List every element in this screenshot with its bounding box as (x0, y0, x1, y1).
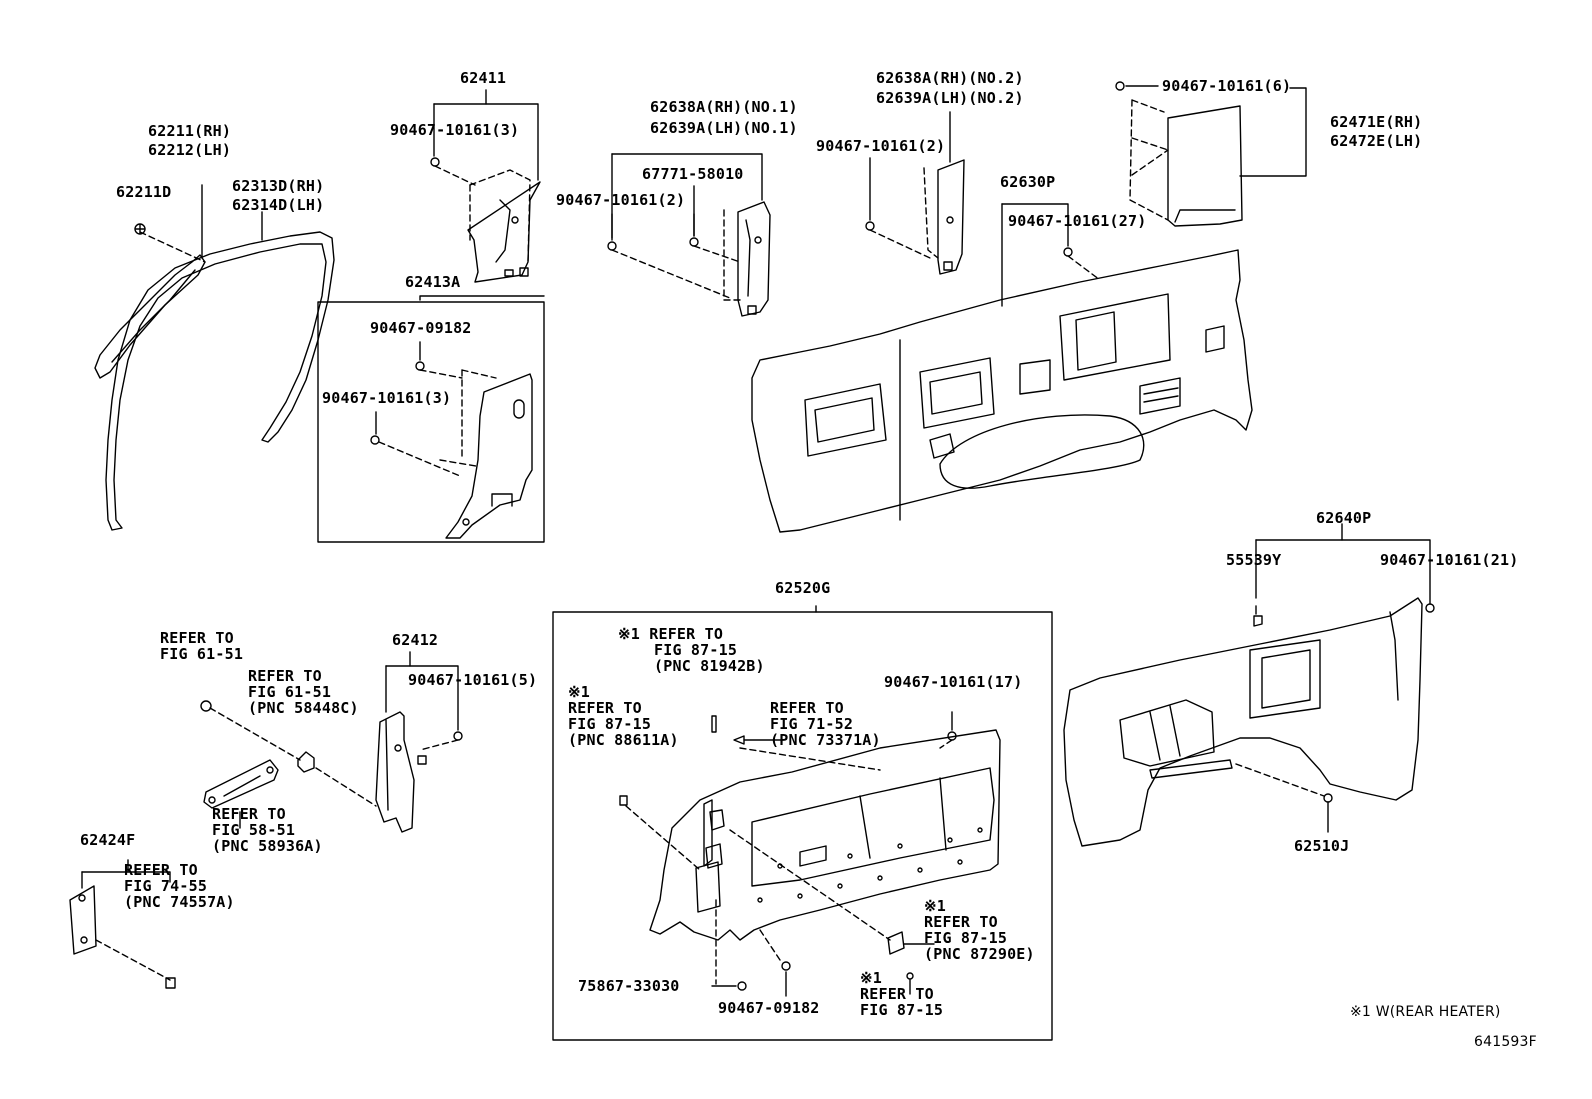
quarter-trim-62630p (751, 249, 1253, 533)
leader (759, 929, 781, 961)
part-number-62520g: 62520G (775, 579, 831, 597)
fastener-number: 90467-10161(2) (556, 191, 686, 209)
pillar-62638a-no2 (865, 159, 965, 275)
leader (625, 805, 701, 871)
leader (139, 231, 206, 263)
part-number-62639a-no1: 62639A(LH)(NO.1) (650, 119, 798, 137)
fastener-number: 90467-10161(27) (1008, 212, 1147, 230)
leader (1255, 539, 1431, 605)
grip-cap-icon (200, 700, 212, 712)
group-box-62520g (552, 611, 1053, 1041)
part-number-62640p: 62640P (1316, 509, 1372, 527)
fastener-icon (453, 731, 463, 741)
fastener-number: 90467-10161(21) (1380, 551, 1519, 569)
leader (209, 707, 301, 761)
part-number-62471e: 62471E(RH) (1330, 113, 1423, 131)
assist-grip (203, 759, 279, 809)
connector-icon (887, 931, 905, 955)
leader (419, 295, 545, 301)
leader (315, 767, 377, 807)
part-number-62413a: 62413A (405, 273, 461, 291)
connector-icon (711, 715, 717, 733)
leader (939, 739, 953, 749)
part-number-62424f: 62424F (80, 831, 136, 849)
pillar-62638a-no1 (607, 201, 771, 317)
part-number-67771: 67771-58010 (642, 165, 744, 183)
fastener-number: 90467-09182 (718, 999, 820, 1017)
part-number-62211: 62211(RH) (148, 122, 232, 140)
part-number-62639a-no2: 62639A(LH)(NO.2) (876, 89, 1024, 107)
fastener-number: 90467-10161(2) (816, 137, 946, 155)
pillar-62412 (375, 711, 427, 833)
leader (729, 829, 891, 941)
fastener-number: 90467-10161(3) (322, 389, 452, 407)
leader (419, 739, 459, 751)
connector-icon (619, 795, 628, 806)
fastener-icon (1063, 247, 1073, 257)
a-pillar-garnish (94, 223, 206, 379)
pillar-62411 (430, 157, 541, 283)
fastener-number: 90467-10161(3) (390, 121, 520, 139)
fastener-number: 90467-10161(6) (1162, 77, 1292, 95)
fastener-number: 90467-10161(5) (408, 671, 538, 689)
pillar-62413a (370, 361, 533, 539)
grip-clip-icon (297, 751, 315, 773)
diagram-id: 641593F (1474, 1034, 1537, 1050)
leader (611, 153, 763, 201)
part-number-62472e: 62472E(LH) (1330, 132, 1423, 150)
leader (1239, 87, 1307, 177)
part-number-62638a-no2: 62638A(RH)(NO.2) (876, 69, 1024, 87)
leader (1001, 203, 1069, 247)
quarter-trim-62640p (1063, 597, 1423, 847)
cover-62424f (69, 885, 97, 955)
fastener-icon (737, 981, 747, 991)
connector-icon (165, 977, 176, 989)
part-number-75867: 75867-33030 (578, 977, 680, 995)
leader (1067, 255, 1101, 281)
fastener-number: 90467-09182 (370, 319, 472, 337)
part-number-62212: 62212(LH) (148, 141, 232, 159)
door-opening-trim (105, 231, 335, 531)
part-number-62411: 62411 (460, 69, 507, 87)
part-number-62211d: 62211D (116, 183, 172, 201)
part-number-62638a-no1: 62638A(RH)(NO.1) (650, 98, 798, 116)
part-number-55539y: 55539Y (1226, 551, 1282, 569)
lower-trim-62520g (649, 729, 1001, 941)
leader (1235, 763, 1325, 797)
leader (433, 103, 539, 181)
part-number-62314d: 62314D(LH) (232, 196, 325, 214)
fastener-icon (1425, 603, 1435, 613)
part-number-62412: 62412 (392, 631, 439, 649)
pillar-62471e (1115, 81, 1243, 227)
part-number-62510j: 62510J (1294, 837, 1350, 855)
fastener-icon (781, 961, 791, 971)
fastener-icon (906, 972, 914, 980)
part-number-62313d: 62313D(RH) (232, 177, 325, 195)
part-number-62630p: 62630P (1000, 173, 1056, 191)
connector-icon (733, 735, 745, 745)
fastener-number: 90467-10161(17) (884, 673, 1023, 691)
group-box-62413a (317, 301, 545, 543)
footnote-key: ※1 W(REAR HEATER) (1350, 1004, 1501, 1020)
leader (95, 939, 171, 981)
fastener-icon (1323, 793, 1333, 803)
leader (81, 871, 171, 883)
leader (739, 747, 881, 771)
